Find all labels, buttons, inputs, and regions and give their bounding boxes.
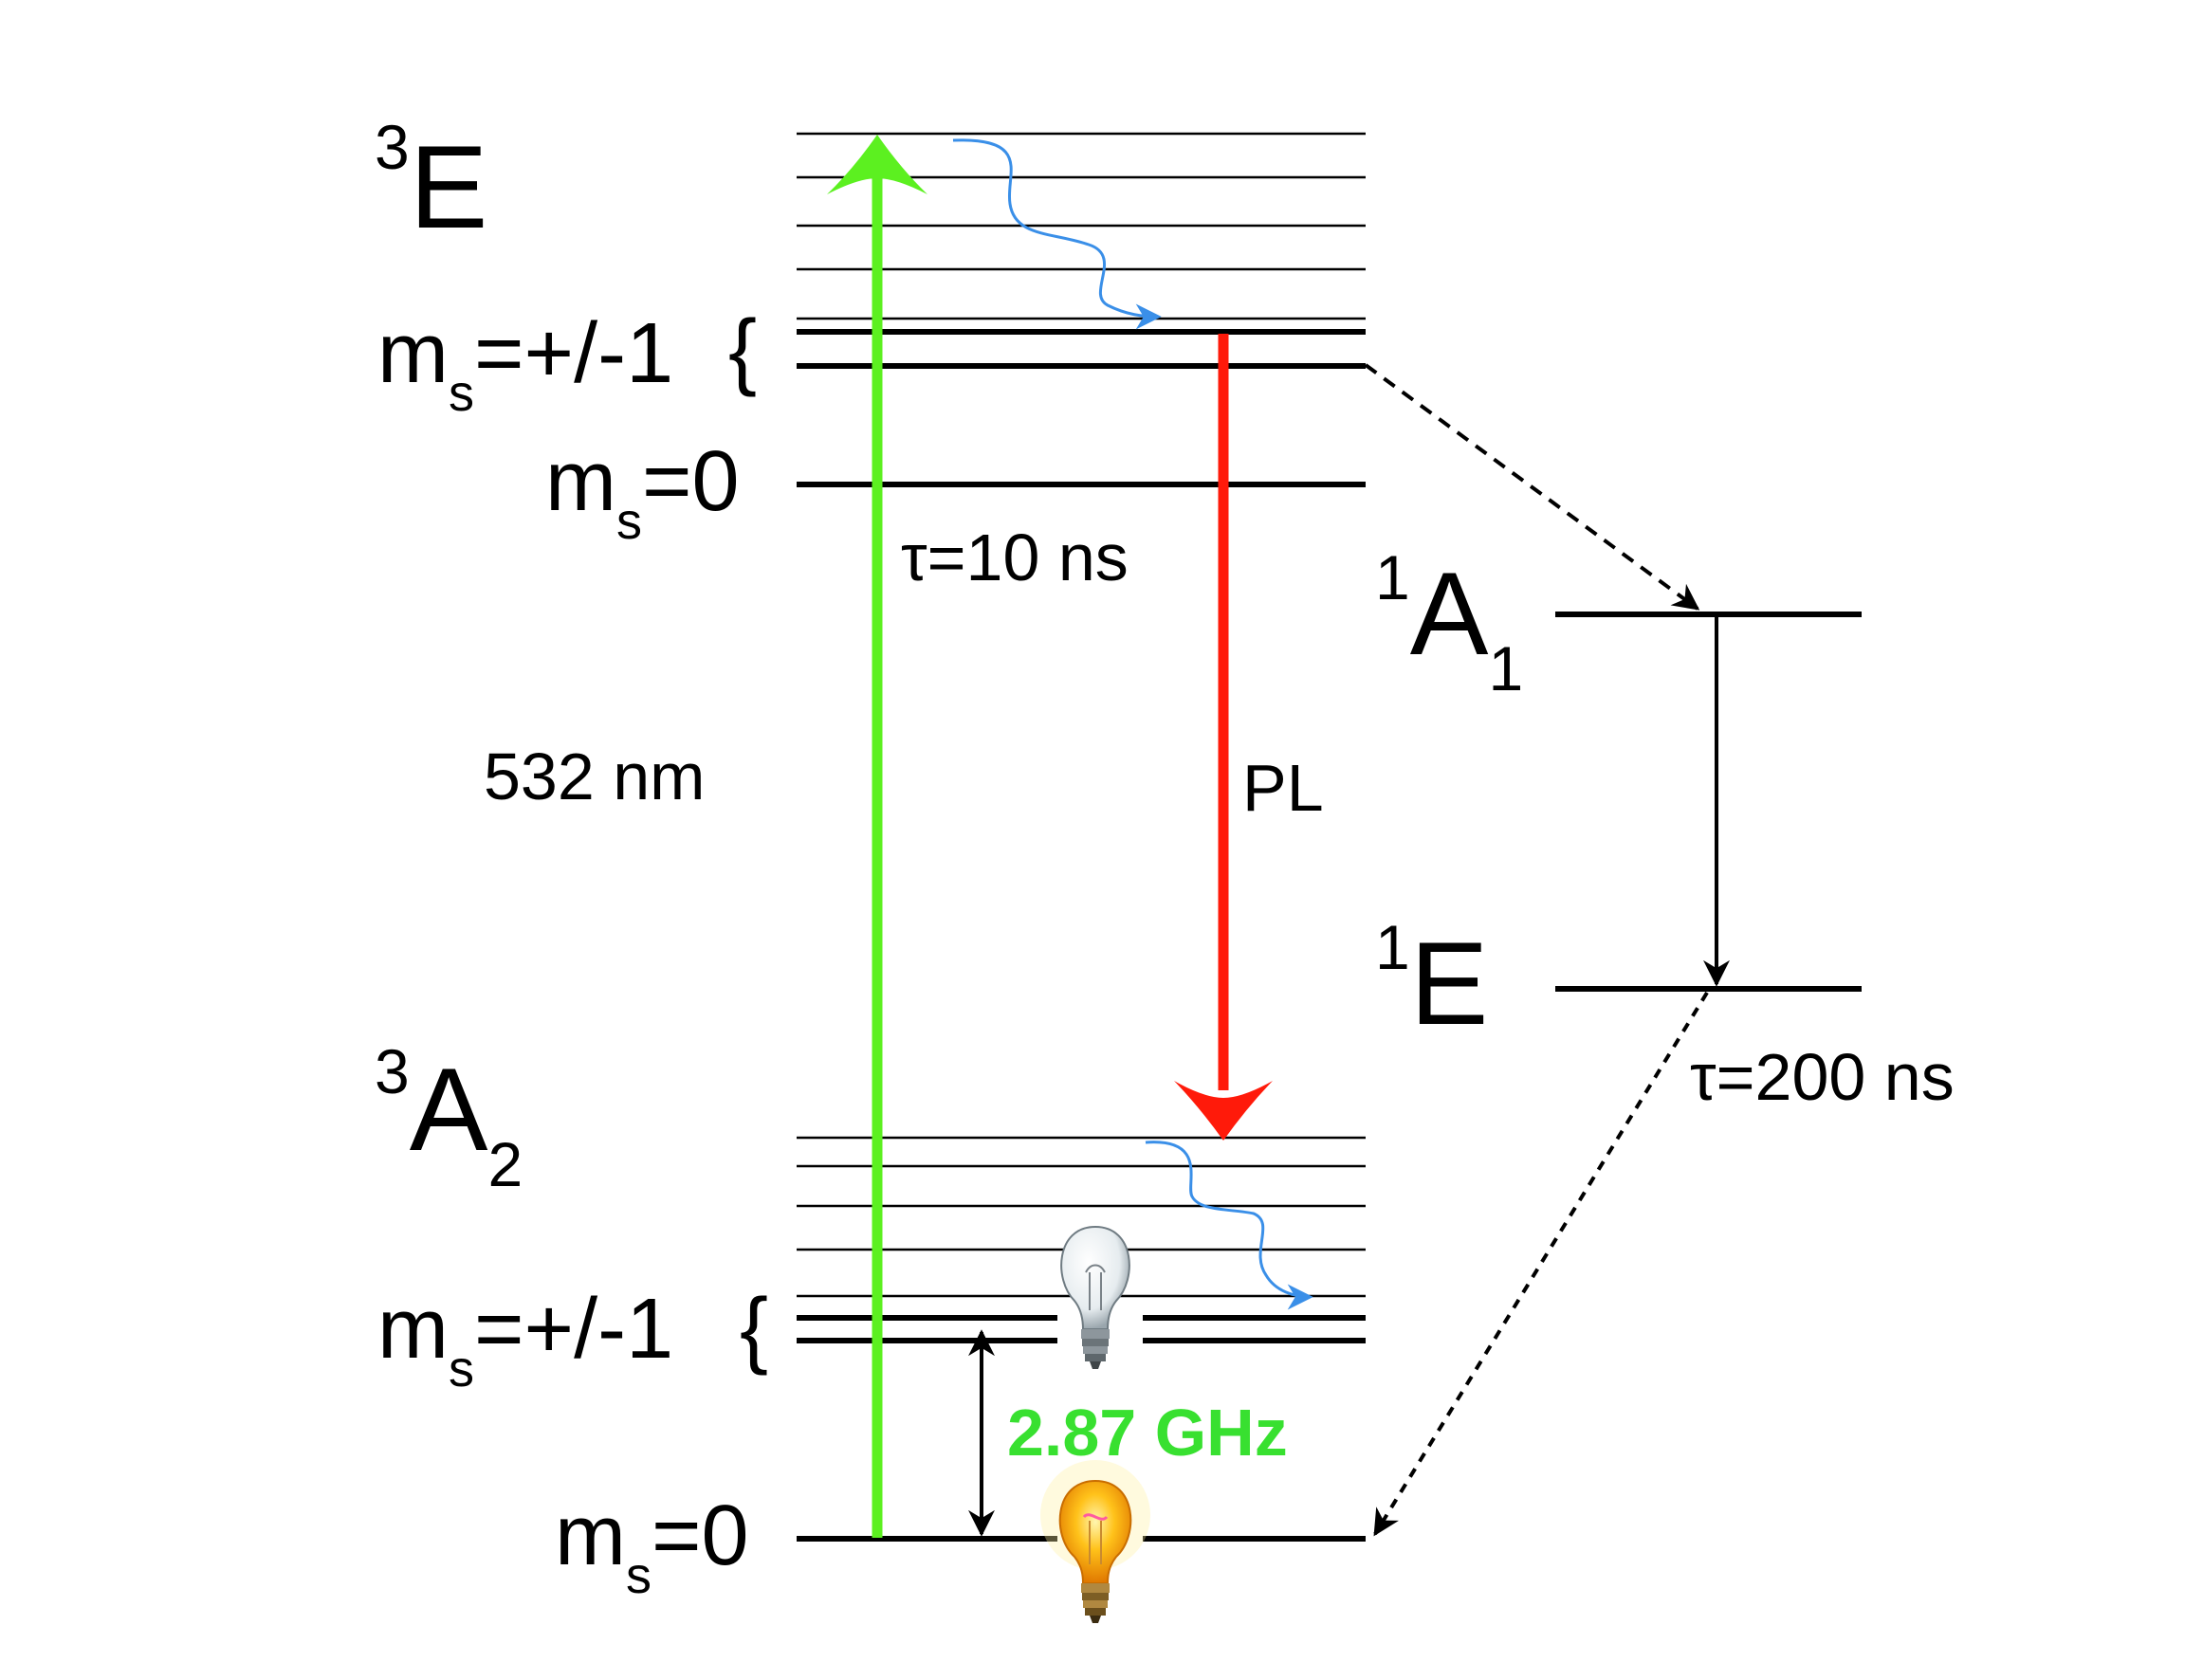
isc-upper-dashed-arrow (1364, 363, 1700, 611)
excitation-wavelength-label: 532 nm (484, 740, 705, 813)
lower-ms0-label: ms=0 (555, 1488, 749, 1604)
lower-relaxation-wave (1145, 1141, 1313, 1310)
photoluminescence-arrowhead (1174, 1081, 1273, 1141)
upper-ms0-label: ms=0 (545, 434, 740, 550)
lower-ms-pm1-label: ms=+/-1 (377, 1282, 673, 1397)
state-label-1e: 1E (1375, 912, 1488, 1050)
upper-ms-pm1-label: ms=+/-1 (377, 306, 673, 422)
light-bulb-off-icon (1060, 1225, 1130, 1369)
isc-lower-dashed-arrow (1373, 991, 1709, 1537)
state-label-3e: 3E (375, 112, 487, 253)
state-label-1a1: 1A1 (1375, 542, 1523, 703)
excited-lifetime-label: τ=10 ns (901, 520, 1129, 594)
zero-field-splitting-label: 2.87 GHz (1007, 1396, 1288, 1470)
upper-relaxation-wave (952, 138, 1162, 330)
singlet-lifetime-label: τ=200 ns (1690, 1040, 1955, 1114)
photoluminescence-label: PL (1242, 751, 1324, 825)
state-label-3a2: 3A2 (375, 1036, 523, 1199)
light-bulb-on-icon (1040, 1460, 1150, 1623)
lower-ms-pm1-brace: { (740, 1282, 768, 1377)
excitation-arrowhead (827, 135, 927, 194)
upper-ms-pm1-brace: { (728, 303, 757, 398)
